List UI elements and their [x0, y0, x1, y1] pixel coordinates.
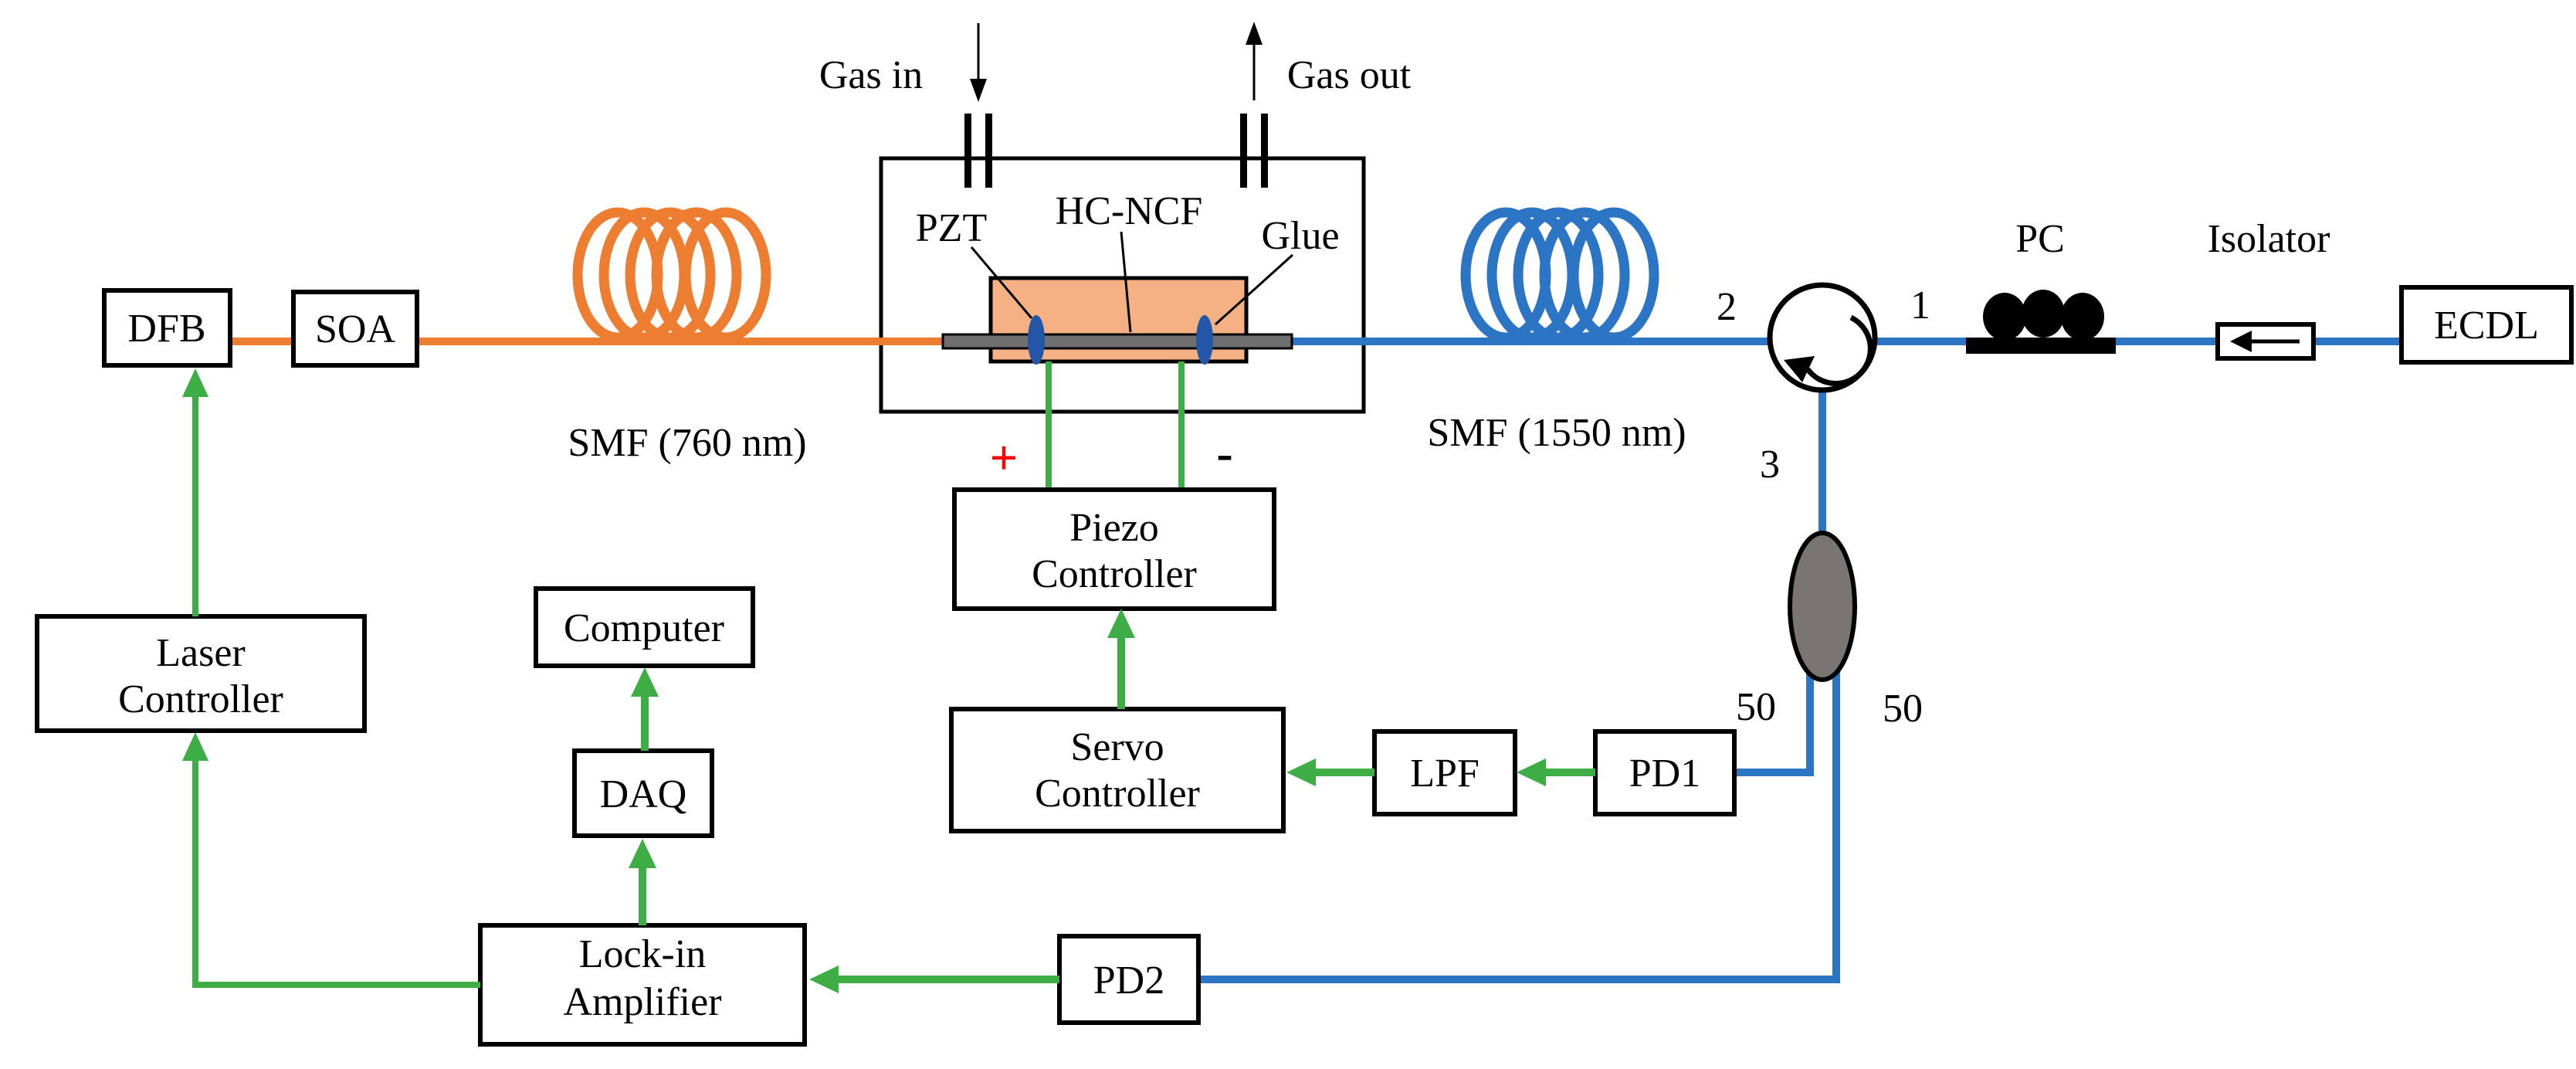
smf-1550-coil-icon	[1460, 207, 1659, 343]
dfb-box	[102, 288, 232, 368]
daq-label: DAQ	[600, 772, 687, 816]
smf-1550-label: SMF (1550 nm)	[1427, 411, 1686, 455]
laser-controller-box	[35, 614, 367, 733]
laser-controller-to-dfb-arrow	[182, 368, 208, 616]
daq-to-computer-arrow	[631, 667, 659, 751]
coupler-split-right-label: 50	[1883, 687, 1923, 731]
pc-label: PC	[2015, 217, 2065, 261]
hc-ncf-fiber-rod	[941, 333, 1293, 350]
dfb-label: DFB	[127, 307, 205, 351]
circulator-port3-label: 3	[1760, 443, 1780, 487]
servo-label-line1: Servo	[1070, 725, 1164, 769]
pd2-box	[1057, 934, 1201, 1025]
lpf-label: LPF	[1410, 752, 1480, 796]
ecdl-box	[2399, 285, 2574, 365]
computer-box	[534, 586, 755, 668]
laser-controller-label-line1: Laser	[156, 631, 245, 675]
gas-out-port-bar-right	[1261, 114, 1268, 188]
polarization-controller-icon	[1966, 290, 2116, 354]
pd2-to-lockin-arrow	[809, 965, 1059, 993]
isolator-icon	[2215, 322, 2316, 361]
computer-label: Computer	[564, 606, 724, 650]
gas-in-port-bar-left	[964, 114, 971, 188]
gas-in-port-bar-right	[985, 114, 992, 188]
glue-dot-right	[1196, 315, 1213, 365]
coupler-50-50-icon	[1788, 531, 1857, 682]
circulator-icon	[1767, 282, 1878, 393]
isolator-label: Isolator	[2208, 217, 2330, 261]
piezo-label-line1: Piezo	[1069, 506, 1159, 550]
soa-label: SOA	[315, 307, 395, 351]
pzt-label: PZT	[916, 206, 987, 250]
smf-760-coil-icon	[572, 207, 771, 343]
piezo-label-line2: Controller	[1032, 552, 1197, 596]
lockin-label-line2: Amplifier	[563, 980, 721, 1024]
servo-to-piezo-arrow	[1107, 609, 1135, 709]
circulator-port1-label: 1	[1910, 283, 1930, 327]
hc-ncf-label: HC-NCF	[1056, 189, 1203, 233]
coupler-split-left-label: 50	[1736, 685, 1776, 729]
glue-label: Glue	[1261, 214, 1339, 258]
coupler-output-to-pd2-line	[1198, 670, 1840, 983]
lpf-box	[1372, 729, 1517, 816]
gas-in-arrow-icon	[970, 23, 987, 102]
circulator-port2-label: 2	[1717, 285, 1737, 329]
lpf-to-servo-arrow	[1286, 758, 1374, 786]
piezo-negative-label: -	[1216, 426, 1232, 480]
piezo-positive-label: +	[990, 430, 1018, 485]
gas-in-label: Gas in	[819, 53, 923, 97]
gas-out-arrow-icon	[1246, 22, 1263, 100]
glue-pointer-line	[1214, 253, 1294, 326]
gas-out-port-bar-left	[1240, 114, 1247, 188]
lockin-label-line1: Lock-in	[579, 932, 707, 976]
lockin-to-laser-controller-arrow	[182, 732, 480, 988]
laser-controller-label-line2: Controller	[118, 677, 283, 721]
servo-label-line2: Controller	[1035, 772, 1200, 816]
lockin-to-daq-arrow	[629, 839, 656, 925]
pd2-label: PD2	[1093, 959, 1164, 1003]
coupler-output-to-pd1-line	[1734, 670, 1814, 776]
soa-box	[291, 290, 419, 368]
glue-dot-left	[1028, 315, 1045, 365]
ecdl-label: ECDL	[2434, 304, 2539, 348]
hc-ncf-pointer-line	[1120, 231, 1132, 333]
daq-box	[572, 748, 714, 838]
smf-760-label: SMF (760 nm)	[568, 421, 806, 465]
gas-out-label: Gas out	[1287, 53, 1412, 97]
pd1-to-lpf-arrow	[1517, 758, 1595, 786]
piezo-controller-box	[952, 487, 1276, 611]
pd1-label: PD1	[1629, 752, 1700, 796]
pzt-pointer-line	[970, 246, 1033, 319]
